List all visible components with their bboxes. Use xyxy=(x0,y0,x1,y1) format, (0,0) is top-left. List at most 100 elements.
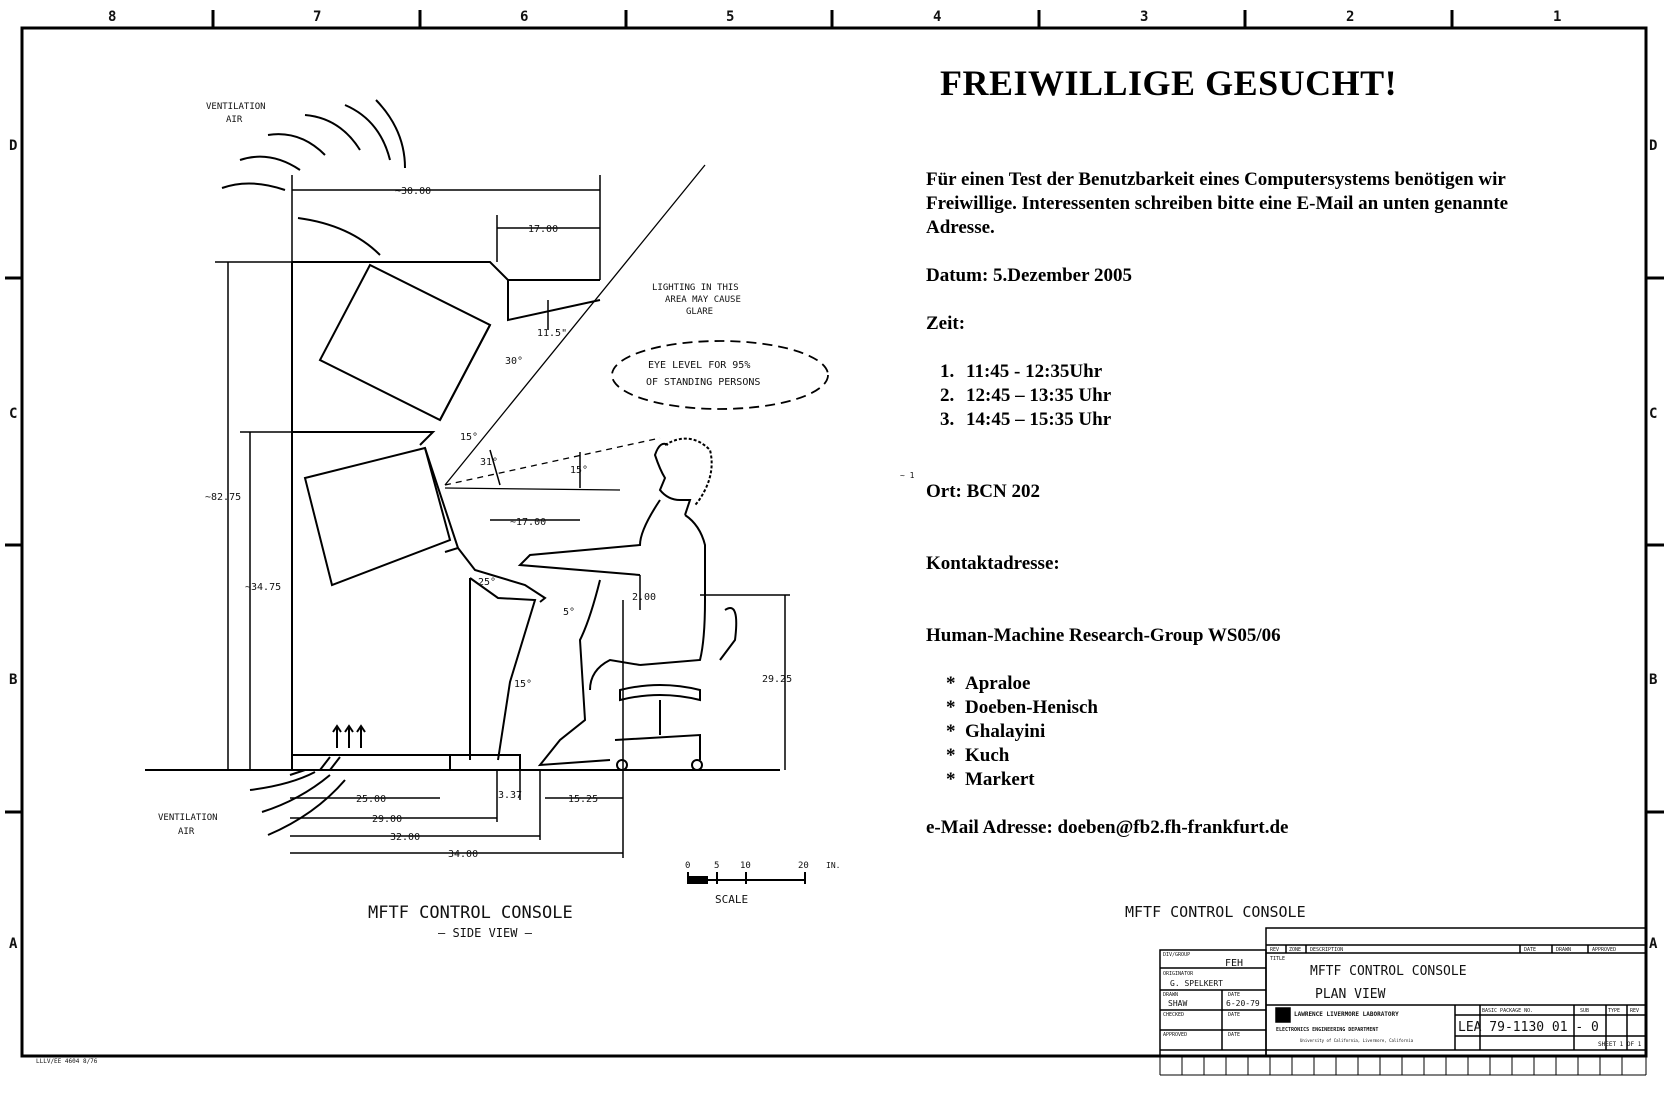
scale-bar: 0 5 10 20 IN. SCALE xyxy=(685,861,840,906)
dim-angle-31: 31° xyxy=(480,457,498,468)
sight-lines xyxy=(444,164,706,491)
contact-label: Kontaktadresse: xyxy=(926,553,1060,574)
headline: FREIWILLIGE GESUCHT! xyxy=(940,63,1398,103)
dim-seat: 29.25 xyxy=(762,674,792,685)
time-slot-3-text: 14:45 – 15:35 Uhr xyxy=(966,409,1112,430)
scale-unit: IN. xyxy=(826,861,840,870)
dim-knee: 2.00 xyxy=(632,592,656,603)
tb-hdr-rev: REV xyxy=(1270,947,1279,953)
tb-lbl-type: TYPE xyxy=(1608,1008,1620,1014)
border-num-8: 8 xyxy=(108,9,116,25)
tb-hdr-zone: ZONE xyxy=(1289,947,1301,953)
border-ticks xyxy=(5,10,1664,814)
scale-tick-10: 10 xyxy=(740,861,751,871)
tb-hdr-desc: DESCRIPTION xyxy=(1310,947,1343,953)
member-item: * Kuch xyxy=(946,745,1010,766)
border-num-4: 4 xyxy=(933,9,941,25)
tb-lbl-approved: APPROVED xyxy=(1163,1032,1187,1038)
member-name: Apraloe xyxy=(965,673,1031,694)
title-block-text: REV ZONE DESCRIPTION DATE DRAWN APPROVED… xyxy=(1163,947,1642,1048)
ventilation-bottom-arcs xyxy=(249,756,346,836)
ventilation-top-label-2: AIR xyxy=(226,115,243,125)
dim-angle-15: 15° xyxy=(460,432,478,443)
tb-title-2: PLAN VIEW xyxy=(1315,987,1386,1002)
border-letter-b-right: B xyxy=(1649,672,1657,688)
dim-angle-15c: 15° xyxy=(514,679,532,690)
time-slot-2-num: 2. xyxy=(940,385,955,406)
member-name: Ghalayini xyxy=(965,721,1046,742)
tb-lbl-group: DIV/GROUP xyxy=(1163,952,1190,958)
member-name: Markert xyxy=(965,769,1035,790)
scale-label: SCALE xyxy=(715,893,748,906)
stray-mark: ~ 1 xyxy=(900,471,915,480)
border-letter-d-right: D xyxy=(1649,138,1657,154)
tb-drawn-by: SHAW xyxy=(1168,999,1187,1008)
dim-height-desk: ~34.75 xyxy=(245,582,281,593)
eye-level-note: EYE LEVEL FOR 95% OF STANDING PERSONS xyxy=(646,360,760,388)
border-letter-a-left: A xyxy=(9,936,18,952)
border-num-3: 3 xyxy=(1140,9,1148,25)
border-labels: 8 7 6 5 4 3 2 1 D C B A D C B A xyxy=(9,9,1658,952)
ventilation-top-arcs xyxy=(221,99,406,256)
dim-angle-30: 30° xyxy=(505,356,523,367)
ventilation-bottom-label-1: VENTILATION xyxy=(158,813,218,823)
drawing-frame xyxy=(20,26,1648,1058)
border-letter-c-left: C xyxy=(9,406,17,422)
tb-hdr-date: DATE xyxy=(1524,947,1536,953)
dim-shelf: 17.00 xyxy=(528,224,558,235)
border-letter-d-left: D xyxy=(9,138,17,154)
dim-angle-15b: 15° xyxy=(570,465,588,476)
group-name: Human-Machine Research-Group WS05/06 xyxy=(926,625,1281,646)
scale-tick-5: 5 xyxy=(714,861,719,871)
border-num-7: 7 xyxy=(313,9,321,25)
tb-lbl-date-3: DATE xyxy=(1228,1032,1240,1038)
tb-title-1: MFTF CONTROL CONSOLE xyxy=(1310,964,1467,979)
border-num-5: 5 xyxy=(726,9,734,25)
scale-tick-20: 20 xyxy=(798,861,809,871)
dim-reach: ~17.00 xyxy=(510,517,546,528)
scale-tick-0: 0 xyxy=(685,861,690,871)
email-line: e-Mail Adresse: doeben@fb2.fh-frankfurt.… xyxy=(926,817,1289,838)
member-item: * Apraloe xyxy=(946,673,1031,694)
dim-angle-5: 5° xyxy=(563,607,575,618)
tb-lbl-originator: ORIGINATOR xyxy=(1163,971,1194,977)
tb-lbl-pkg: BASIC PACKAGE NO. xyxy=(1482,1008,1533,1014)
tb-lbl-date-1: DATE xyxy=(1228,992,1240,998)
side-view-title: MFTF CONTROL CONSOLE xyxy=(368,903,573,923)
intro-line-2: Freiwillige. Interessenten schreiben bit… xyxy=(926,193,1509,214)
title-block xyxy=(1159,927,1647,1057)
time-slot-2: 2.12:45 – 13:35 Uhr xyxy=(940,384,1111,408)
tb-drawing-number: LEA 79-1130 01 - 0 xyxy=(1458,1020,1599,1035)
airflow-arrows xyxy=(332,724,366,748)
member-item: * Ghalayini xyxy=(946,721,1046,742)
border-num-6: 6 xyxy=(520,9,528,25)
lighting-note-line-1: LIGHTING IN THIS xyxy=(652,283,739,293)
date-line: Datum: 5.Dezember 2005 xyxy=(926,265,1132,286)
dimension-labels: ~30.00 17.00 11.5" 30° 15° 31° 15° ~17.0… xyxy=(205,186,792,860)
dim-d2: 29.00 xyxy=(372,814,402,825)
corner-note: LLLV/EE 4604 8/76 xyxy=(36,1058,98,1065)
dim-d6: 15.25 xyxy=(568,794,598,805)
tb-lbl-date-2: DATE xyxy=(1228,1012,1240,1018)
tb-group: FEH xyxy=(1225,958,1243,969)
dim-d3: 32.00 xyxy=(390,832,420,843)
member-item: * Markert xyxy=(946,769,1035,790)
ventilation-top-label-1: VENTILATION xyxy=(206,102,266,112)
tb-lbl-title: TITLE xyxy=(1270,956,1285,962)
tb-lbl-drawn: DRAWN xyxy=(1163,992,1178,998)
lighting-note-line-3: GLARE xyxy=(686,307,713,317)
intro-line-3: Adresse. xyxy=(926,217,995,238)
lighting-note: LIGHTING IN THIS AREA MAY CAUSE GLARE xyxy=(652,283,741,317)
time-slot-3: 3.14:45 – 15:35 Uhr xyxy=(940,408,1111,432)
dim-d1: 25.00 xyxy=(356,794,386,805)
time-slot-1-text: 11:45 - 12:35Uhr xyxy=(966,361,1103,382)
dim-d4: 34.00 xyxy=(448,849,478,860)
time-slot-1: 1.11:45 - 12:35Uhr xyxy=(940,360,1102,384)
time-label: Zeit: xyxy=(926,313,966,334)
console-outline xyxy=(291,261,601,771)
tb-lbl-rev: REV xyxy=(1630,1008,1639,1014)
tb-lbl-checked: CHECKED xyxy=(1163,1012,1184,1018)
dim-height-total: ~82.75 xyxy=(205,492,241,503)
side-view-subtitle: — SIDE VIEW — xyxy=(438,926,533,940)
